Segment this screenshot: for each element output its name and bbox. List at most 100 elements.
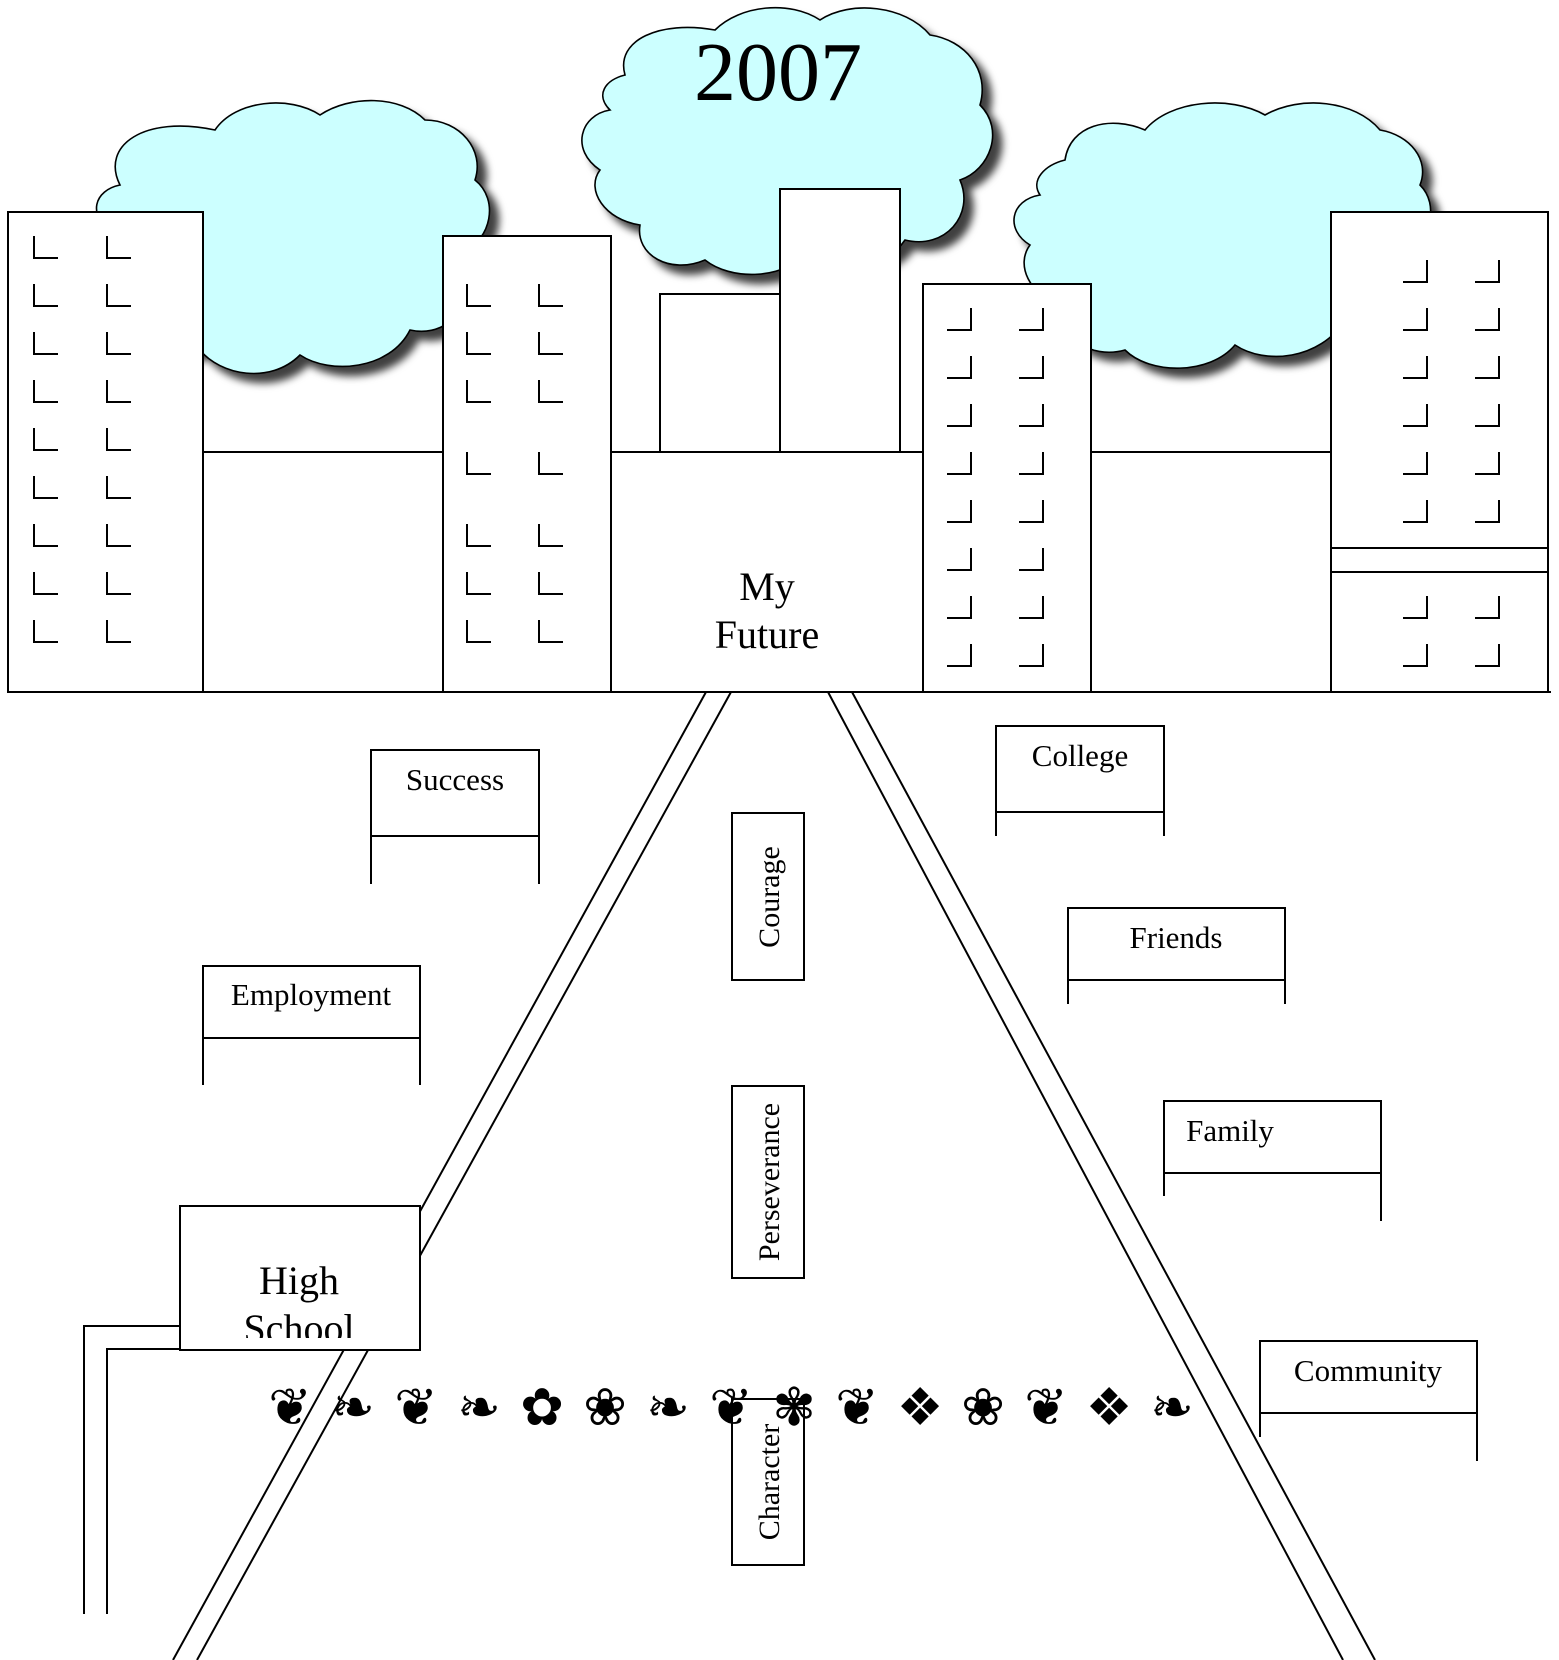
fleuron-ornament-icon: ❀ <box>961 1380 1005 1437</box>
window-mark <box>1403 452 1428 475</box>
window-mark <box>1475 500 1500 523</box>
window-mark <box>1403 356 1428 379</box>
window-mark <box>33 572 58 595</box>
window-mark <box>466 452 491 475</box>
fleuron-ornament-icon: ❦ <box>268 1380 312 1437</box>
window-mark <box>947 356 972 379</box>
fleuron-ornament-icon: ❧ <box>646 1380 690 1437</box>
fleuron-ornament-icon: ❧ <box>1150 1380 1194 1437</box>
building-icon-far-left <box>7 211 204 693</box>
road-sign-perseverance: Perseverance <box>731 1085 805 1279</box>
windows-far-left <box>33 236 131 643</box>
window-mark <box>947 452 972 475</box>
window-mark <box>106 380 131 403</box>
windows-far-right <box>1403 260 1500 667</box>
sign-success: Success <box>370 749 540 884</box>
building-icon-mid-right <box>922 283 1092 693</box>
window-mark <box>1475 452 1500 475</box>
fleuron-ornament-icon: ❧ <box>331 1380 375 1437</box>
fleuron-ornament-icon: ✿ <box>520 1380 564 1437</box>
window-mark <box>538 524 563 547</box>
window-mark <box>538 452 563 475</box>
employment-label: Employment <box>231 977 392 1012</box>
window-mark <box>1403 308 1428 331</box>
window-mark <box>1019 356 1044 379</box>
character-label: Character <box>753 1424 786 1541</box>
fleuron-ornament-icon: ❧ <box>457 1380 501 1437</box>
window-mark <box>466 620 491 643</box>
start-high-school: High School <box>179 1205 421 1351</box>
window-mark <box>1403 644 1428 667</box>
friends-label: Friends <box>1130 920 1223 955</box>
road-sign-character: Character <box>731 1398 805 1566</box>
fleuron-ornament-icon: ❖ <box>897 1380 944 1437</box>
window-mark <box>538 620 563 643</box>
sign-college: College <box>995 725 1165 836</box>
window-mark <box>1019 452 1044 475</box>
window-mark <box>33 332 58 355</box>
window-mark <box>33 476 58 499</box>
window-mark <box>33 236 58 259</box>
road-sign-courage: Courage <box>731 812 805 981</box>
sign-employment: Employment <box>202 965 421 1085</box>
window-mark <box>1019 548 1044 571</box>
fleuron-ornament-icon: ❖ <box>1086 1380 1133 1437</box>
window-mark <box>1019 308 1044 331</box>
window-mark <box>33 524 58 547</box>
window-mark <box>1475 260 1500 283</box>
window-mark <box>1475 644 1500 667</box>
start-label-line2: School <box>243 1306 354 1351</box>
fleuron-ornament-icon: ❦ <box>1024 1380 1068 1437</box>
window-mark <box>947 644 972 667</box>
window-mark <box>106 284 131 307</box>
fleuron-ornament-icon-row: ❦❧❦❧✿❀❧❦✾❦❖❀❦❖❧ <box>268 1380 1194 1437</box>
year-title: 2007 <box>694 26 862 119</box>
start-label-line1: High <box>259 1258 339 1303</box>
fleuron-ornament-icon: ❦ <box>709 1380 753 1437</box>
window-mark <box>1475 356 1500 379</box>
building-icon-low-right <box>1090 451 1332 693</box>
window-mark <box>466 332 491 355</box>
family-label: Family <box>1186 1113 1274 1148</box>
fleuron-ornament-icon: ❀ <box>583 1380 627 1437</box>
window-mark <box>1403 404 1428 427</box>
window-mark <box>947 404 972 427</box>
window-mark <box>947 548 972 571</box>
window-mark <box>33 284 58 307</box>
window-mark <box>947 500 972 523</box>
window-mark <box>33 380 58 403</box>
window-mark <box>106 524 131 547</box>
courage-label: Courage <box>753 846 786 948</box>
sign-community: Community <box>1259 1340 1478 1461</box>
window-mark <box>106 332 131 355</box>
window-mark <box>106 236 131 259</box>
window-mark <box>1475 404 1500 427</box>
fleuron-ornament-icon: ❦ <box>394 1380 438 1437</box>
road <box>172 691 1376 1660</box>
window-mark <box>106 620 131 643</box>
window-mark <box>947 308 972 331</box>
window-mark <box>538 332 563 355</box>
window-mark <box>106 476 131 499</box>
success-label: Success <box>406 762 504 797</box>
window-mark <box>106 572 131 595</box>
window-mark <box>1475 308 1500 331</box>
sign-friends: Friends <box>1067 907 1286 1004</box>
window-mark <box>1019 644 1044 667</box>
window-mark <box>1475 596 1500 619</box>
window-mark <box>106 428 131 451</box>
perseverance-label: Perseverance <box>753 1103 786 1261</box>
building-icon-far-right <box>1330 211 1549 693</box>
window-mark <box>466 524 491 547</box>
windows-mid-left <box>466 284 563 643</box>
window-mark <box>466 380 491 403</box>
window-mark <box>33 428 58 451</box>
window-mark <box>1019 500 1044 523</box>
building-icon-low-left <box>202 451 444 693</box>
side-path <box>83 1325 182 1614</box>
window-mark <box>1403 596 1428 619</box>
fleuron-ornament-icon: ✾ <box>772 1380 816 1437</box>
window-mark <box>538 380 563 403</box>
building-icon-mid-left <box>442 235 612 693</box>
